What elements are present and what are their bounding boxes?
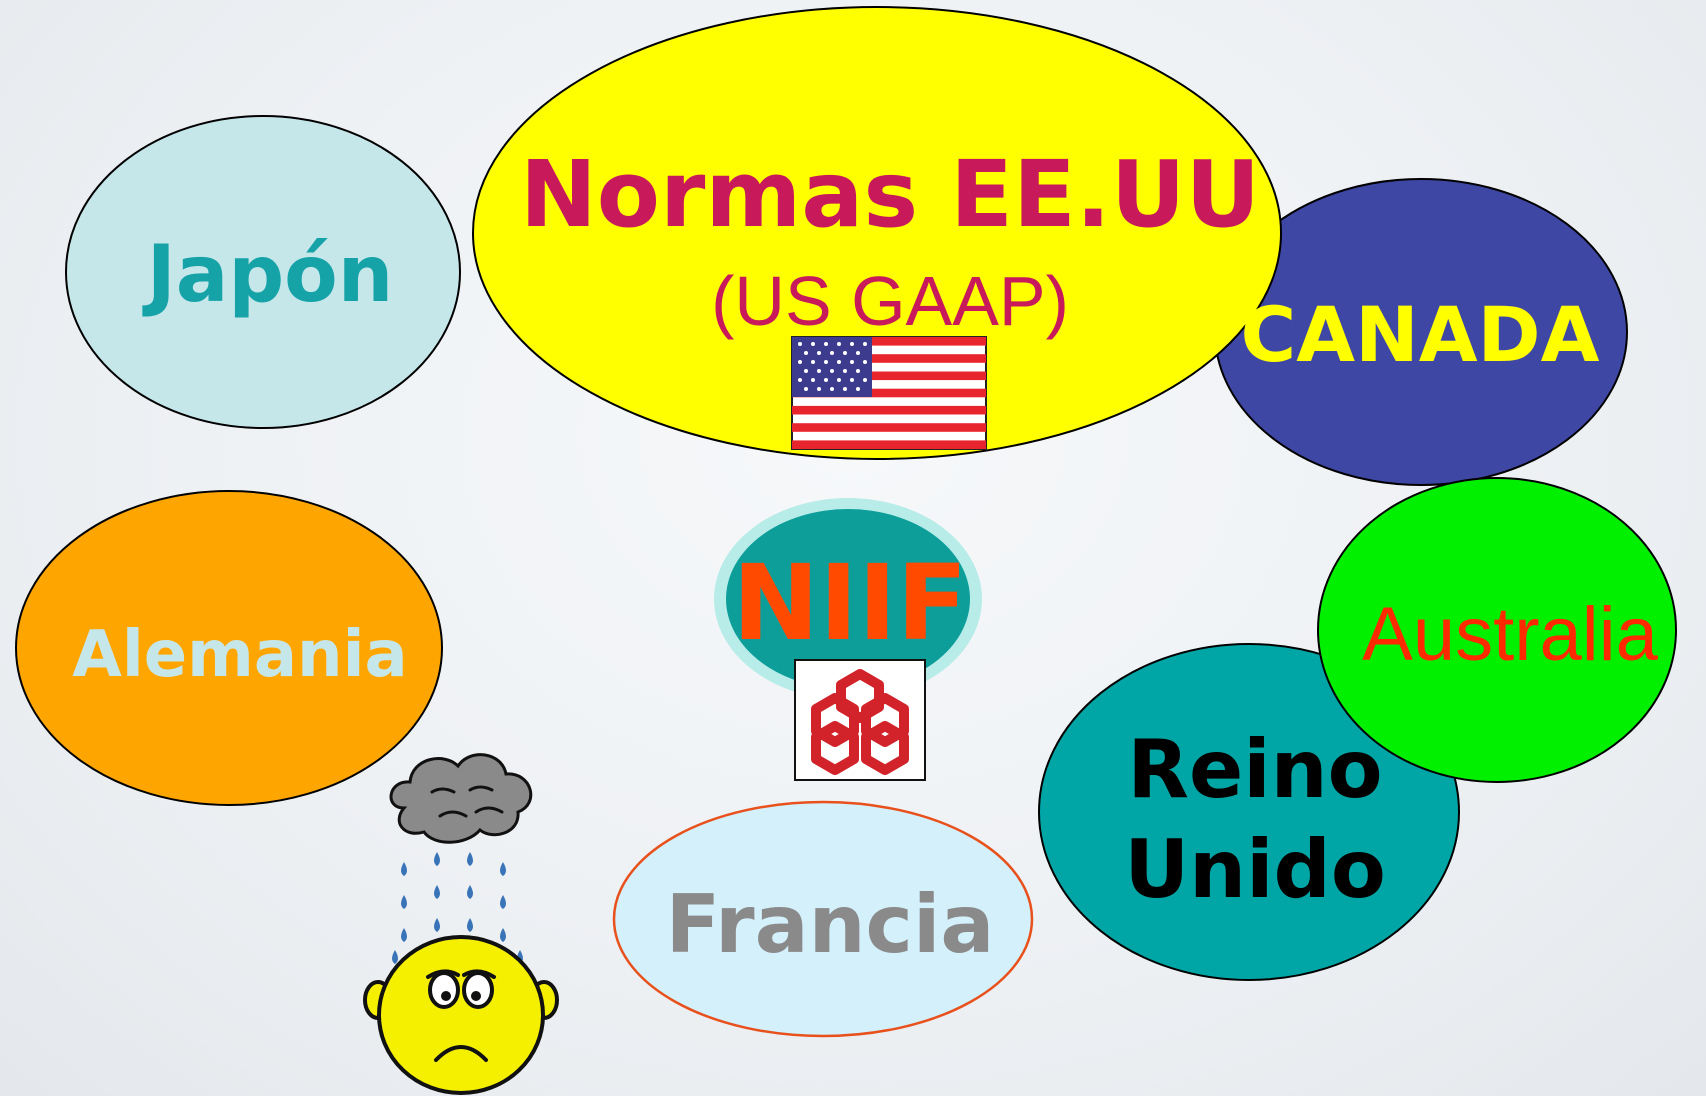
iasb-logo-icon <box>794 659 926 781</box>
reino-unido-label: Reino Unido <box>1090 710 1420 930</box>
japon-bubble <box>65 115 461 429</box>
reino-unido-line-1: Reino <box>1127 723 1383 816</box>
alemania-label: Alemania <box>72 618 408 692</box>
australia-label: Australia <box>1362 592 1658 677</box>
us-flag-icon <box>791 336 987 450</box>
australia-bubble <box>1317 477 1677 783</box>
normas-eeuu-label: Normas EE.UU <box>519 141 1261 248</box>
normas-bubble <box>472 6 1282 460</box>
japon-label: Japón <box>146 230 394 320</box>
us-gaap-label: (US GAAP) <box>711 262 1069 340</box>
francia-label: Francia <box>665 878 995 971</box>
francia-bubble <box>612 800 1034 1038</box>
canada-label: CANADA <box>1240 290 1600 379</box>
reino-unido-line-2: Unido <box>1124 823 1386 916</box>
niif-label: NIIF <box>732 542 968 664</box>
sad-rain-cloud-smiley-icon <box>363 753 559 1095</box>
niif-bubble <box>726 509 970 689</box>
alemania-bubble <box>15 490 443 806</box>
reino-unido-bubble <box>1038 643 1460 981</box>
